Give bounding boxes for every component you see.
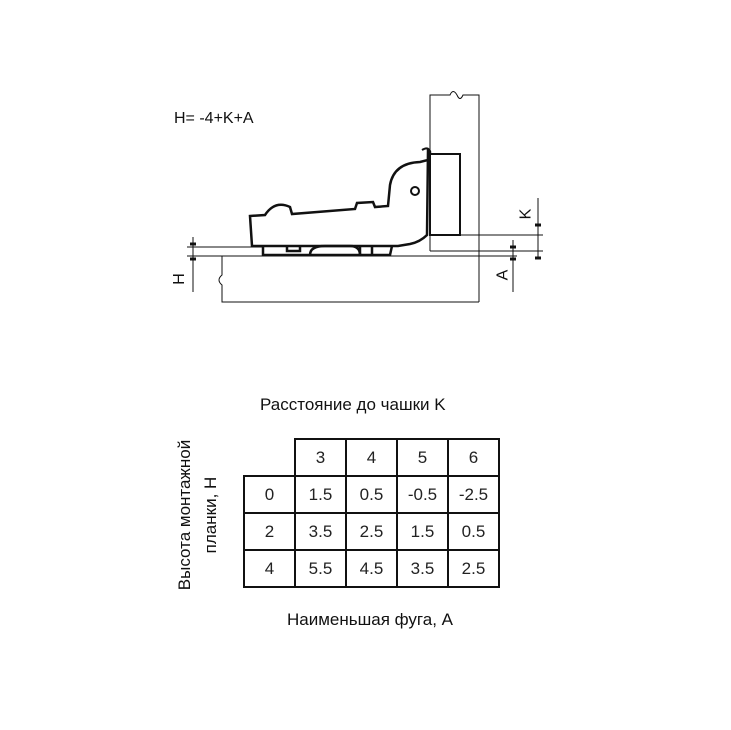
dimension-label-a: A xyxy=(494,269,512,281)
hinge-cup xyxy=(429,153,461,236)
formula-text: H= -4+K+A xyxy=(174,110,254,127)
table-cell: -0.5 xyxy=(396,475,449,514)
column-header: 6 xyxy=(447,438,500,477)
table-cell: 4.5 xyxy=(345,549,398,588)
table-title: Расстояние до чашки K xyxy=(260,395,446,414)
table-row: 0 1.5 0.5 -0.5 -2.5 xyxy=(243,475,500,514)
column-header: 4 xyxy=(345,438,398,477)
row-axis-label-line2: планки, H xyxy=(201,476,220,554)
row-header: 0 xyxy=(243,475,296,514)
table-row: 4 5.5 4.5 3.5 2.5 xyxy=(243,549,500,588)
table-cell: 2.5 xyxy=(345,512,398,551)
table-cell: 3.5 xyxy=(396,549,449,588)
header-row: 3 4 5 6 xyxy=(244,438,500,477)
table-footer: Наименьшая фуга, A xyxy=(287,610,453,629)
dimension-label-h: H xyxy=(170,273,188,285)
row-header: 4 xyxy=(243,549,296,588)
corner-cell xyxy=(244,439,295,476)
row-header: 2 xyxy=(243,512,296,551)
table-cell: 1.5 xyxy=(294,475,347,514)
hinge-arm xyxy=(248,147,432,257)
table-cell: 0.5 xyxy=(345,475,398,514)
column-header: 3 xyxy=(294,438,347,477)
dimension-lines xyxy=(190,198,541,292)
cabinet-side xyxy=(429,91,543,302)
table-cell: 3.5 xyxy=(294,512,347,551)
table-cell: 1.5 xyxy=(396,512,449,551)
table-cell: 0.5 xyxy=(447,512,500,551)
dimension-label-k: K xyxy=(517,208,535,220)
table-row: 2 3.5 2.5 1.5 0.5 xyxy=(243,512,500,551)
table-cell: 2.5 xyxy=(447,549,500,588)
gap-table: 3 4 5 6 0 1.5 0.5 -0.5 -2.5 2 3.5 2.5 1.… xyxy=(243,438,500,588)
column-header: 5 xyxy=(396,438,449,477)
table-cell: 5.5 xyxy=(294,549,347,588)
table-cell: -2.5 xyxy=(447,475,500,514)
row-axis-label-line1: Высота монтажной xyxy=(175,439,194,591)
